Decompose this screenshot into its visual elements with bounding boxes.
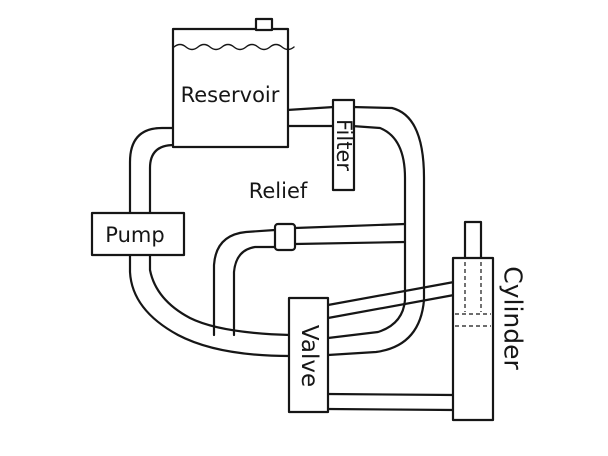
pipe-valve-to-cylinder-bottom <box>326 392 456 397</box>
pipe-valve-to-filter-inner <box>326 124 407 340</box>
pipe-relief-to-return <box>293 222 407 230</box>
filter-body <box>331 98 356 192</box>
pipe-reservoir-to-pump <box>128 126 176 215</box>
pipe-valve-to-cylinder-bottom-inner <box>326 407 456 412</box>
cylinder-rod <box>463 220 483 262</box>
cylinder-barrel <box>451 256 495 422</box>
relief-valve-body <box>273 222 297 252</box>
pipe-valve-to-cylinder-top <box>326 280 456 307</box>
pipe-valve-to-cylinder-top-inner <box>326 293 456 320</box>
pipe-pump-to-valve <box>128 253 292 358</box>
valve-body <box>287 296 330 414</box>
pipe-pump-to-valve-inner <box>148 253 292 337</box>
pipe-reservoir-to-pump-inner <box>148 143 176 215</box>
pipe-relief-outer <box>212 228 277 337</box>
cylinder-label: Cylinder <box>499 266 528 370</box>
pipe-valve-to-filter <box>326 105 426 357</box>
reservoir-cap <box>254 17 274 32</box>
relief-label: Relief <box>249 179 308 203</box>
pump-label: Pump <box>105 223 164 247</box>
valve-label: Valve <box>296 325 322 387</box>
pump-body <box>90 211 186 257</box>
pump: Pump <box>90 211 186 257</box>
directional-valve: Valve <box>287 296 330 414</box>
relief-valve: Relief <box>249 179 308 252</box>
hydraulic-cylinder: Cylinder <box>451 220 528 422</box>
reservoir-label: Reservoir <box>181 83 280 107</box>
filter: Filter <box>331 98 356 192</box>
pipe-filter-to-reservoir <box>285 105 336 112</box>
pipe-network <box>128 105 456 412</box>
filter-label: Filter <box>332 119 356 171</box>
reservoir: Reservoir <box>171 17 295 149</box>
pipe-relief-inner <box>232 245 277 337</box>
pipe-relief-to-return-inner <box>293 240 407 246</box>
reservoir-fluid-surface <box>173 43 295 51</box>
